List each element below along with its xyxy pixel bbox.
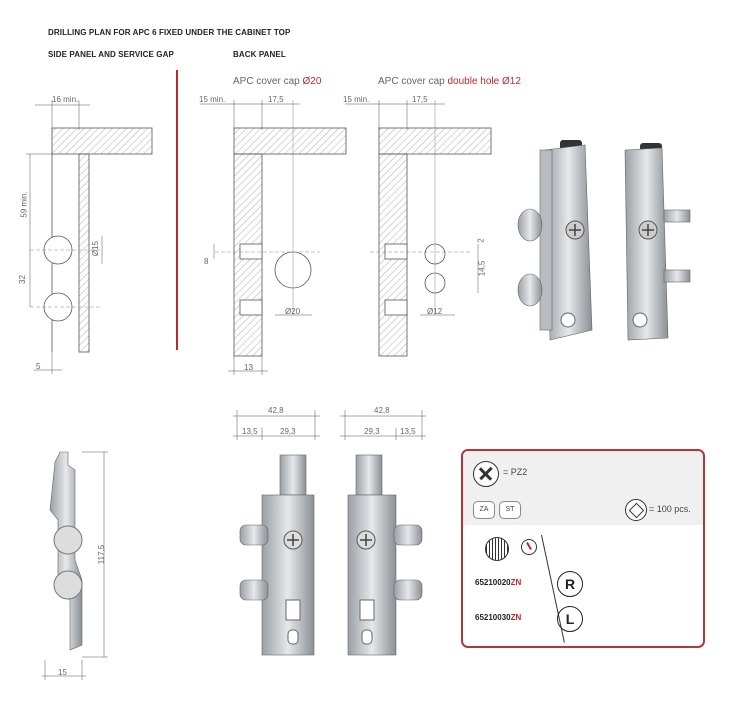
dim-back1-hole: Ø20 [285, 307, 301, 316]
dim-profile-bottom: 15 [58, 668, 67, 677]
dim-front-right-b: 13,5 [400, 427, 416, 436]
product-code-right: 65210020ZN [475, 578, 522, 587]
badge-st: ST [499, 501, 521, 519]
cover-cap-caption-2: APC cover cap double hole Ø12 [378, 76, 521, 87]
screwdriver-label: = PZ2 [503, 467, 528, 477]
dim-side-bottom: 5 [36, 362, 41, 371]
side-panel-heading: SIDE PANEL AND SERVICE GAP [48, 50, 174, 59]
dim-front-right-a: 29,3 [364, 427, 380, 436]
page-title: DRILLING PLAN FOR APC 6 FIXED UNDER THE … [48, 28, 291, 37]
screwdriver-pz-icon [473, 461, 499, 487]
left-side-badge: L [557, 606, 583, 632]
section-divider [176, 70, 178, 350]
dim-front-left-a: 13,5 [242, 427, 258, 436]
dim-back2-right: 17,5 [412, 95, 428, 104]
dim-back2-left: 15 min. [343, 95, 370, 104]
badge-za: ZA [473, 501, 495, 519]
barcode-icon [485, 537, 509, 561]
cover-cap-caption-1: APC cover cap Ø20 [233, 76, 322, 87]
dim-side-top: 16 min. [52, 95, 79, 104]
dim-back1-right: 17,5 [268, 95, 284, 104]
dim-back2-hole: Ø12 [427, 307, 443, 316]
rotation-gauge-icon [521, 539, 537, 555]
package-quantity: = 100 pcs. [649, 504, 691, 514]
dim-front-left-total: 42,8 [268, 406, 284, 415]
product-code-left: 65210030ZN [475, 613, 522, 622]
dim-front-right-total: 42,8 [374, 406, 390, 415]
dim-back1-bottom: 13 [244, 363, 253, 372]
back-panel-heading: BACK PANEL [233, 50, 286, 59]
dim-front-left-b: 29,3 [280, 427, 296, 436]
box-package-icon [625, 499, 647, 521]
right-side-badge: R [557, 571, 583, 597]
dim-back1-left: 15 min. [199, 95, 226, 104]
dim-back1-vertical: 8 [204, 257, 209, 266]
product-info-card: = PZ2 ZA ST = 100 pcs. 65210020ZN R 6521… [461, 449, 705, 648]
